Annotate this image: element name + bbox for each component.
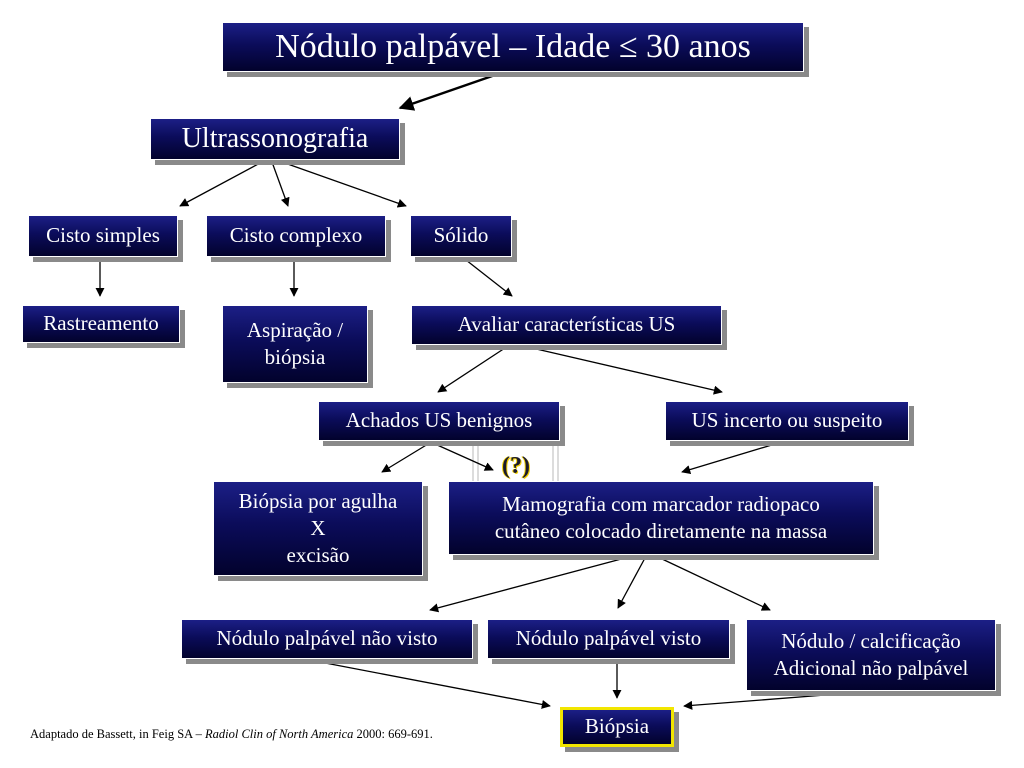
nodulo-visto-node: Nódulo palpável visto xyxy=(487,619,730,659)
cisto-simples-node: Cisto simples xyxy=(28,215,178,257)
citation-suffix: 2000: 669-691. xyxy=(353,727,433,741)
title-node: Nódulo palpável – Idade ≤ 30 anos xyxy=(222,22,804,72)
solido-node: Sólido xyxy=(410,215,512,257)
citation-prefix: Adaptado de Bassett, in Feig SA – xyxy=(30,727,205,741)
citation-journal: Radiol Clin of North America xyxy=(205,727,354,741)
achados-benignos-node: Achados US benignos xyxy=(318,401,560,441)
biopsia-agulha-node: Biópsia por agulha X excisão xyxy=(213,481,423,576)
biopsia-node: Biópsia xyxy=(560,707,674,747)
avaliar-caracteristicas-node: Avaliar características US xyxy=(411,305,722,345)
nodulo-calcificacao-node: Nódulo / calcificação Adicional não palp… xyxy=(746,619,996,691)
arrow-us-to-solido xyxy=(281,161,407,208)
cisto-complexo-node: Cisto complexo xyxy=(206,215,386,257)
arrow-us-to-cisto-simples xyxy=(179,161,263,207)
arrow-avaliar-to-incerto xyxy=(531,347,723,395)
us-incerto-node: US incerto ou suspeito xyxy=(665,401,909,441)
ultrassonografia-node: Ultrassonografia xyxy=(150,118,400,160)
mamografia-node: Mamografia com marcador radiopaco cutâne… xyxy=(448,481,874,555)
citation: Adaptado de Bassett, in Feig SA – Radiol… xyxy=(30,727,550,747)
question-mark-label: (?) xyxy=(502,452,530,479)
arrow-incerto-to-mamografia xyxy=(681,443,776,474)
nodulo-nao-visto-node: Nódulo palpável não visto xyxy=(181,619,473,659)
arrow-us-to-cisto-complexo xyxy=(271,161,290,207)
arrow-mamografia-to-calcificacao xyxy=(659,557,771,611)
arrow-benignos-to-biopsia-agulha xyxy=(381,443,429,473)
arrow-mamografia-to-nao-visto xyxy=(429,557,626,613)
arrow-avaliar-to-benignos xyxy=(437,347,506,393)
rastreamento-node: Rastreamento xyxy=(22,305,180,343)
arrow-solido-to-avaliar xyxy=(465,259,513,297)
arrow-title-to-ultrassonografia xyxy=(398,72,499,111)
arrow-calcificacao-to-biopsia xyxy=(683,693,839,710)
arrow-benignos-to-mamografia xyxy=(434,443,494,471)
arrow-nao-visto-to-biopsia xyxy=(319,661,551,709)
aspiracao-biopsia-node: Aspiração / biópsia xyxy=(222,305,368,383)
arrow-mamografia-to-visto xyxy=(617,557,646,609)
